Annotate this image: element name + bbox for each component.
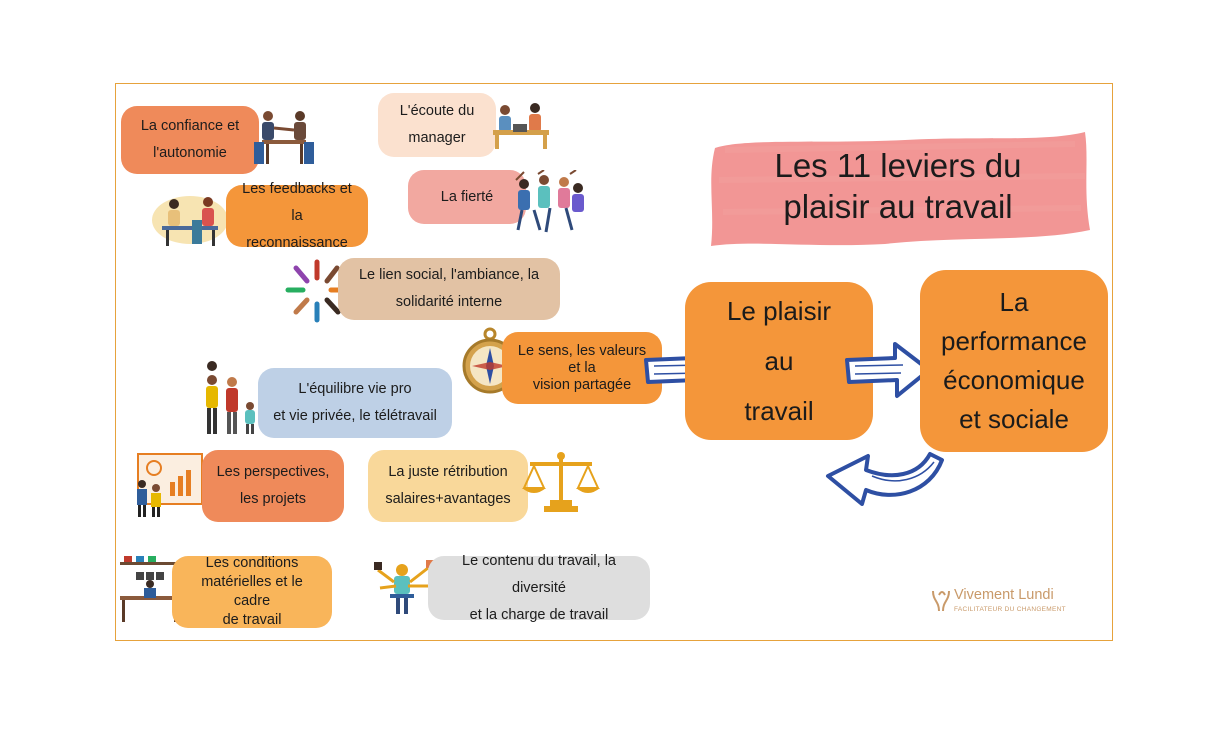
- diagram-title: Les 11 leviers du plaisir au travail: [774, 147, 1022, 225]
- lever-equilibre: L'équilibre vie pro et vie privée, le té…: [258, 368, 452, 438]
- lever-perspectives: Les perspectives, les projets: [202, 450, 344, 522]
- lever-confiance: La confiance et l'autonomie: [121, 106, 259, 174]
- lever-feedbacks-label: Les feedbacks et la reconnaissance: [242, 180, 352, 251]
- logo-mark-icon: [932, 590, 950, 612]
- plaisir-au-travail-box: Le plaisir au travail: [685, 282, 873, 440]
- scales-icon: [522, 452, 600, 512]
- title-brush-background: [711, 132, 1090, 246]
- performance-box: La performance économique et sociale: [920, 270, 1108, 452]
- logo-name: Vivement Lundi: [954, 587, 1054, 603]
- lever-feedbacks: Les feedbacks et la reconnaissance: [226, 181, 368, 251]
- lever-contenu: Le contenu du travail, la diversité et l…: [428, 553, 650, 623]
- lever-retribution: La juste rétribution salaires+avantages: [368, 450, 528, 522]
- diagram-frame: [115, 83, 1113, 641]
- celebrating-group-icon: [515, 170, 584, 233]
- lever-fierte-label: La fierté: [440, 188, 494, 205]
- project-chart-icon: [137, 453, 203, 517]
- lever-confiance-label: La confiance et l'autonomie: [140, 118, 240, 161]
- lever-lien-social-label: Le lien social, l'ambiance, la solidarit…: [358, 267, 540, 310]
- performance-label: La performance économique et sociale: [941, 287, 1087, 434]
- return-arrow-icon: [826, 452, 944, 506]
- lever-sens: Le sens, les valeurs et la vision partag…: [502, 332, 662, 404]
- lever-ecoute-label: L'écoute du manager: [399, 103, 475, 146]
- arrow-right-icon: [845, 342, 931, 398]
- lever-fierte: La fierté: [408, 170, 526, 224]
- lever-equilibre-label: L'équilibre vie pro et vie privée, le té…: [273, 381, 437, 424]
- brand-logo: Vivement Lundi FACILITATEUR DU CHANGEMEN…: [930, 585, 1080, 617]
- lever-sens-label: Le sens, les valeurs et la vision partag…: [517, 342, 647, 393]
- lever-lien-social: Le lien social, l'ambiance, la solidarit…: [338, 258, 560, 320]
- lever-perspectives-label: Les perspectives, les projets: [216, 464, 330, 507]
- plaisir-au-travail-label: Le plaisir au travail: [726, 296, 832, 426]
- team-discussion-icon: [152, 196, 228, 246]
- meeting-people-icon: [493, 103, 549, 149]
- family-icon: [206, 361, 255, 434]
- lever-conditions: Les conditions matérielles et le cadre d…: [172, 555, 332, 628]
- lever-conditions-label: Les conditions matérielles et le cadre d…: [201, 555, 303, 628]
- lever-retribution-label: La juste rétribution salaires+avantages: [385, 464, 511, 507]
- logo-tagline: FACILITATEUR DU CHANGEMENT: [954, 606, 1066, 613]
- handshake-people-icon: [254, 111, 314, 164]
- lever-ecoute: L'écoute du manager: [378, 93, 496, 157]
- lever-contenu-label: Le contenu du travail, la diversité et l…: [462, 552, 616, 623]
